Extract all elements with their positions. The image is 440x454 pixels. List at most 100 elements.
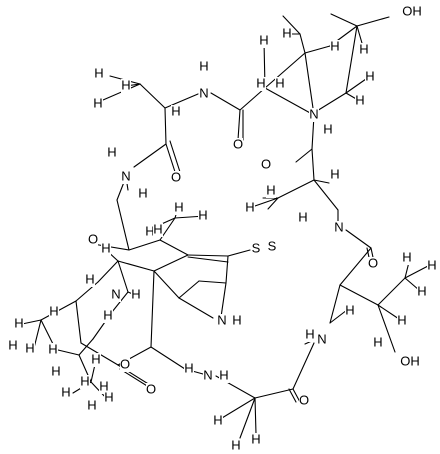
bond-line (178, 297, 214, 319)
atom-label-mask (49, 305, 59, 319)
atom-label-mask (85, 273, 95, 287)
atom-label-h7: H (365, 68, 375, 84)
bond-line (329, 309, 348, 324)
atom-symbol: H (251, 431, 260, 446)
atom-symbol: H (145, 223, 154, 238)
atom-symbol: H (198, 207, 207, 222)
bond-line (277, 179, 315, 199)
atom-label-mask (87, 399, 97, 413)
bond-line (164, 93, 199, 109)
atom-label-h43: H (51, 363, 61, 379)
atom-label-mask (417, 285, 427, 299)
atom-label-o6: O (120, 356, 130, 372)
atom-label-h34: H (232, 312, 242, 328)
atom-label-h5: H (94, 65, 104, 81)
bond-line (345, 25, 358, 94)
atom-symbol: O (120, 356, 130, 371)
bond-line (210, 92, 241, 111)
atom-symbol: H (94, 65, 103, 80)
bond-line (239, 87, 266, 111)
atom-symbol: H (330, 38, 339, 53)
atom-symbol: H (131, 286, 140, 301)
atom-label-mask (251, 433, 261, 447)
atom-symbol: O (146, 381, 156, 396)
atom-label-mask (373, 336, 383, 350)
bond-line (304, 52, 315, 116)
bond-line (239, 397, 256, 439)
atom-label-mask (330, 40, 340, 54)
atom-label-h19: H (174, 199, 184, 215)
atom-symbol: H (427, 257, 436, 272)
atom-label-mask (259, 34, 269, 48)
atom-label-h50: H (213, 412, 223, 428)
atom-label-mask (275, 77, 285, 91)
atom-label-o5: O (368, 255, 378, 271)
atom-symbol: H (330, 166, 339, 181)
atom-label-n1: N (199, 85, 209, 101)
atom-label-h6: H (121, 77, 131, 93)
atom-label-h12: H (355, 92, 365, 108)
atom-label-o2: O (261, 156, 271, 172)
atom-symbol: OH (402, 3, 422, 18)
atom-symbol: H (359, 41, 368, 56)
atom-label-h18: H (245, 199, 255, 215)
atom-label-mask (334, 221, 344, 235)
atom-symbol: H (417, 283, 426, 298)
bond-line (313, 179, 339, 211)
atom-symbol: N (217, 312, 226, 327)
atom-label-h30: H (49, 303, 59, 319)
atom-label-h22: H (145, 223, 155, 239)
atom-symbol: O (171, 169, 181, 184)
atom-label-mask (213, 414, 223, 428)
bond-line (169, 140, 181, 173)
bond-line (153, 254, 189, 272)
atom-label-h29: H (131, 286, 141, 302)
atom-label-h2: H (330, 38, 340, 54)
atom-label-h35: H (14, 315, 24, 331)
atom-label-mask (121, 79, 131, 93)
atom-label-h21: H (298, 209, 308, 225)
atom-label-h45: H (80, 373, 90, 389)
atom-symbol: H (213, 412, 222, 427)
bond-line (178, 280, 200, 299)
atom-label-n4: N (317, 331, 327, 347)
atom-symbol: H (101, 240, 110, 255)
bond-line (251, 197, 279, 208)
atom-symbol: H (61, 384, 70, 399)
bond-line (299, 33, 306, 54)
atom-label-h40: H (48, 341, 58, 357)
atom-label-o8: O (299, 392, 309, 408)
atom-label-nh3: N (111, 286, 121, 302)
atom-label-mask (217, 314, 227, 328)
atom-label-mask (145, 225, 155, 239)
bond-line (377, 304, 400, 320)
bond-line (116, 199, 130, 251)
atom-label-h10: H (93, 95, 103, 111)
atom-label-h3: H (359, 41, 369, 57)
bond-line (237, 109, 241, 141)
bond-line (97, 260, 119, 283)
atom-symbol: H (138, 185, 147, 200)
bond-line (254, 388, 294, 399)
atom-symbol: H (85, 271, 94, 286)
atom-label-h47: H (61, 384, 71, 400)
bond-line (128, 239, 161, 251)
atom-symbol: H (402, 249, 411, 264)
atom-label-mask (93, 97, 103, 111)
atom-symbol: H (87, 397, 96, 412)
atom-label-h46: H (99, 378, 109, 394)
atom-label-mask (107, 146, 117, 160)
atom-label-mask (365, 70, 375, 84)
atom-symbol: O (233, 136, 243, 151)
atom-symbol: H (171, 103, 180, 118)
atom-label-s1: S (251, 240, 261, 256)
atom-symbol: H (8, 337, 17, 352)
atom-label-h31: H (345, 302, 355, 318)
atom-label-mask (121, 170, 131, 184)
atom-symbol: H (298, 209, 307, 224)
atom-label-h48: H (104, 389, 114, 405)
atom-symbol: H (231, 437, 240, 452)
atom-symbol: O (261, 156, 271, 171)
atom-symbol: H (397, 312, 406, 327)
